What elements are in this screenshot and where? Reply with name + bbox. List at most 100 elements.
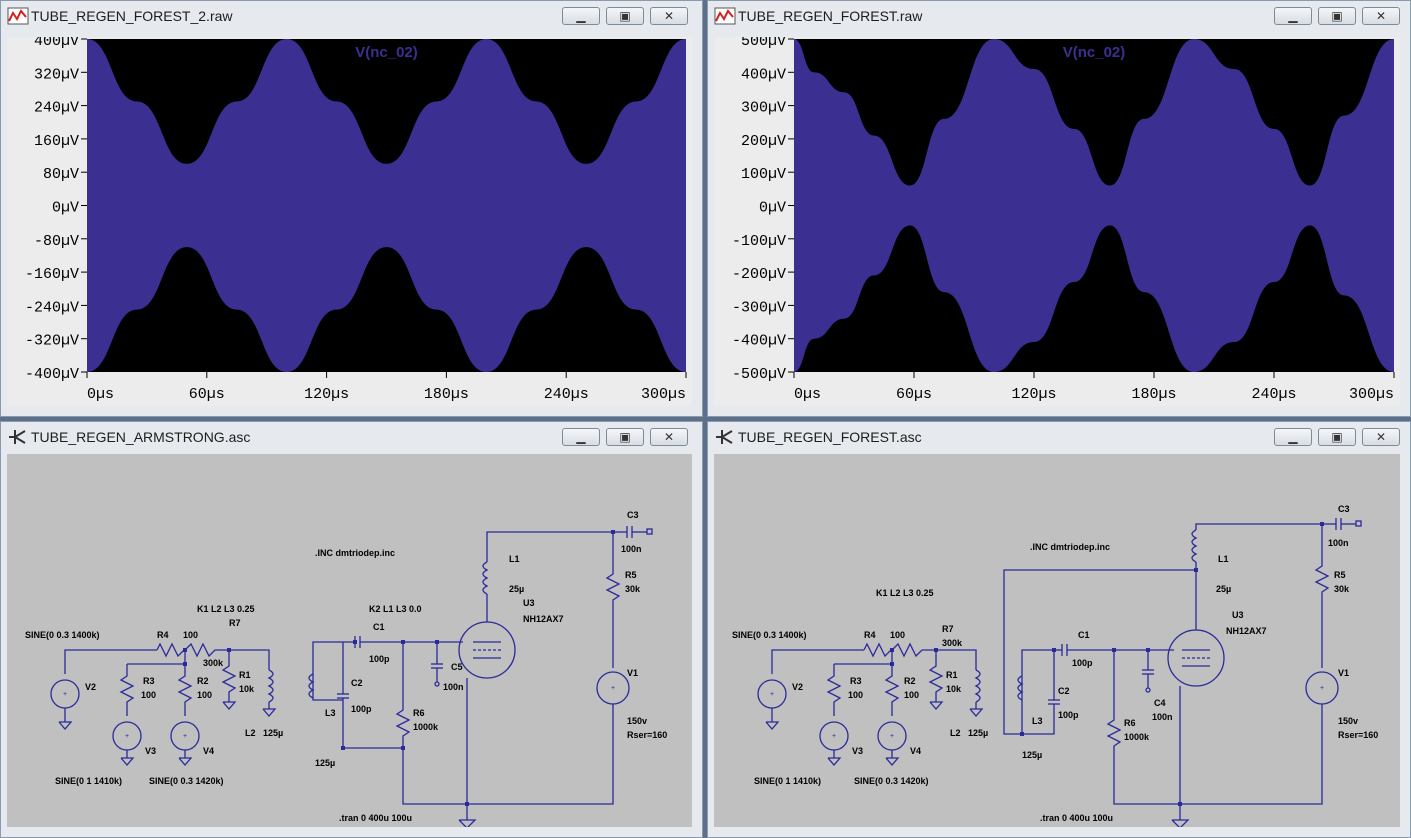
waveform-icon xyxy=(714,7,736,25)
v1-label: V1 xyxy=(1338,668,1349,678)
close-button[interactable]: ✕ xyxy=(650,428,688,446)
title-bar[interactable]: TUBE_REGEN_FOREST_2.raw ▁ ▣ ✕ xyxy=(1,1,702,31)
y-tick-label: -400µV xyxy=(732,333,786,350)
maximize-button[interactable]: ▣ xyxy=(1318,428,1356,446)
l2-value: 125µ xyxy=(263,728,283,738)
waveform-window-1[interactable]: TUBE_REGEN_FOREST_2.raw ▁ ▣ ✕ V(nc_02) 40… xyxy=(0,0,703,417)
l3-value: 125µ xyxy=(1022,750,1042,760)
r7-value: 300k xyxy=(942,638,963,648)
v1-label: V1 xyxy=(627,668,638,678)
c4-value: 100n xyxy=(1152,712,1173,722)
tran-directive: .tran 0 400u 100u xyxy=(1040,813,1113,823)
x-tick-label: 120µs xyxy=(304,386,349,403)
close-icon: ✕ xyxy=(1375,9,1387,23)
l1-value: 25µ xyxy=(1216,584,1231,594)
c1-label: C1 xyxy=(1078,630,1090,640)
schematic-canvas[interactable]: + + + + .INC dmtriodep.inc K1 L2 L3 0.25… xyxy=(714,454,1400,827)
l1-value: 25µ xyxy=(509,584,524,594)
r1-label: R1 xyxy=(946,670,958,680)
l2-value: 125µ xyxy=(968,728,988,738)
v3-value: SINE(0 1 1410k) xyxy=(754,776,821,786)
maximize-button[interactable]: ▣ xyxy=(606,428,644,446)
r7-label: R7 xyxy=(229,618,241,628)
y-tick-label: 100µV xyxy=(741,166,786,183)
waveform-chart-2[interactable]: V(nc_02)500µV400µV300µV200µV100µV0µV-100… xyxy=(714,37,1402,406)
k2-directive: K2 L1 L3 0.0 xyxy=(369,604,422,614)
x-tick-label: 180µs xyxy=(424,386,469,403)
window-title: TUBE_REGEN_FOREST.asc xyxy=(738,429,922,445)
l2-label: L2 xyxy=(950,728,961,738)
r6-value: 1000k xyxy=(1124,732,1150,742)
v4-value: SINE(0 0.3 1420k) xyxy=(854,776,929,786)
maximize-button[interactable]: ▣ xyxy=(606,7,644,25)
schematic-drawing[interactable]: + + + + .INC dmtriodep.inc K1 L2 L3 0.25… xyxy=(714,454,1402,827)
r5-label: R5 xyxy=(625,570,637,580)
window-splitter-horizontal[interactable] xyxy=(0,417,1411,421)
v3-label: V3 xyxy=(852,746,863,756)
trace-label[interactable]: V(nc_02) xyxy=(1063,44,1126,61)
r5-value: 30k xyxy=(625,584,641,594)
c3-value: 100n xyxy=(621,544,642,554)
maximize-icon: ▣ xyxy=(1331,9,1343,23)
v4-value: SINE(0 0.3 1420k) xyxy=(149,776,224,786)
r4-label: R4 xyxy=(157,630,169,640)
minimize-button[interactable]: ▁ xyxy=(562,428,600,446)
c2-value: 100p xyxy=(1058,710,1079,720)
close-button[interactable]: ✕ xyxy=(1362,7,1400,25)
maximize-button[interactable]: ▣ xyxy=(1318,7,1356,25)
y-tick-label: 0µV xyxy=(759,200,786,217)
c2-value: 100p xyxy=(351,704,372,714)
title-bar[interactable]: TUBE_REGEN_FOREST.asc ▁ ▣ ✕ xyxy=(708,422,1410,452)
minimize-button[interactable]: ▁ xyxy=(1274,428,1312,446)
u3-label: U3 xyxy=(1232,610,1244,620)
minimize-button[interactable]: ▁ xyxy=(1274,7,1312,25)
v3-label: V3 xyxy=(145,746,156,756)
minimize-icon: ▁ xyxy=(1288,430,1298,444)
waveform-chart-1[interactable]: V(nc_02)400µV320µV240µV160µV80µV0µV-80µV… xyxy=(7,37,694,406)
y-tick-label: 200µV xyxy=(741,133,786,150)
svg-text:+: + xyxy=(611,685,615,692)
y-tick-label: -240µV xyxy=(25,299,79,316)
close-button[interactable]: ✕ xyxy=(650,7,688,25)
trace-envelope xyxy=(794,39,1394,372)
v1-value: 150v xyxy=(1338,716,1358,726)
l1-label: L1 xyxy=(1218,554,1229,564)
y-tick-label: -80µV xyxy=(34,233,79,250)
close-button[interactable]: ✕ xyxy=(1362,428,1400,446)
c5-value: 100n xyxy=(443,682,464,692)
c2-label: C2 xyxy=(1058,686,1070,696)
schematic-window-1[interactable]: TUBE_REGEN_ARMSTRONG.asc ▁ ▣ ✕ xyxy=(0,421,703,838)
svg-text:+: + xyxy=(832,733,836,740)
waveform-window-2[interactable]: TUBE_REGEN_FOREST.raw ▁ ▣ ✕ V(nc_02)500µ… xyxy=(707,0,1411,417)
r5-label: R5 xyxy=(1334,570,1346,580)
schematic-window-2[interactable]: TUBE_REGEN_FOREST.asc ▁ ▣ ✕ xyxy=(707,421,1411,838)
c1-value: 100p xyxy=(369,654,390,664)
r3-value: 100 xyxy=(141,690,156,700)
svg-text:+: + xyxy=(770,691,774,698)
x-tick-label: 120µs xyxy=(1011,386,1056,403)
title-bar[interactable]: TUBE_REGEN_FOREST.raw ▁ ▣ ✕ xyxy=(708,1,1410,31)
tran-directive: .tran 0 400u 100u xyxy=(339,813,412,823)
svg-text:+: + xyxy=(183,733,187,740)
r2-value: 100 xyxy=(197,690,212,700)
y-tick-label: 400µV xyxy=(34,37,79,50)
x-tick-label: 0µs xyxy=(794,386,821,403)
schematic-canvas[interactable]: + + + + .INC dmtriodep.inc K1 L2 L3 0.25… xyxy=(7,454,692,827)
schematic-drawing[interactable]: + + + + .INC dmtriodep.inc K1 L2 L3 0.25… xyxy=(7,454,694,827)
window-title: TUBE_REGEN_FOREST_2.raw xyxy=(31,8,233,24)
minimize-button[interactable]: ▁ xyxy=(562,7,600,25)
title-bar[interactable]: TUBE_REGEN_ARMSTRONG.asc ▁ ▣ ✕ xyxy=(1,422,702,452)
u3-value: NH12AX7 xyxy=(1226,626,1267,636)
l1-label: L1 xyxy=(509,554,520,564)
trace-label[interactable]: V(nc_02) xyxy=(355,44,418,61)
svg-text:+: + xyxy=(1320,685,1324,692)
y-tick-label: 0µV xyxy=(52,200,79,217)
window-title: TUBE_REGEN_ARMSTRONG.asc xyxy=(31,429,251,445)
svg-text:+: + xyxy=(890,733,894,740)
y-tick-label: 400µV xyxy=(741,66,786,83)
r4-value: 100 xyxy=(183,630,198,640)
r3-value: 100 xyxy=(848,690,863,700)
inc-directive: .INC dmtriodep.inc xyxy=(315,548,395,558)
